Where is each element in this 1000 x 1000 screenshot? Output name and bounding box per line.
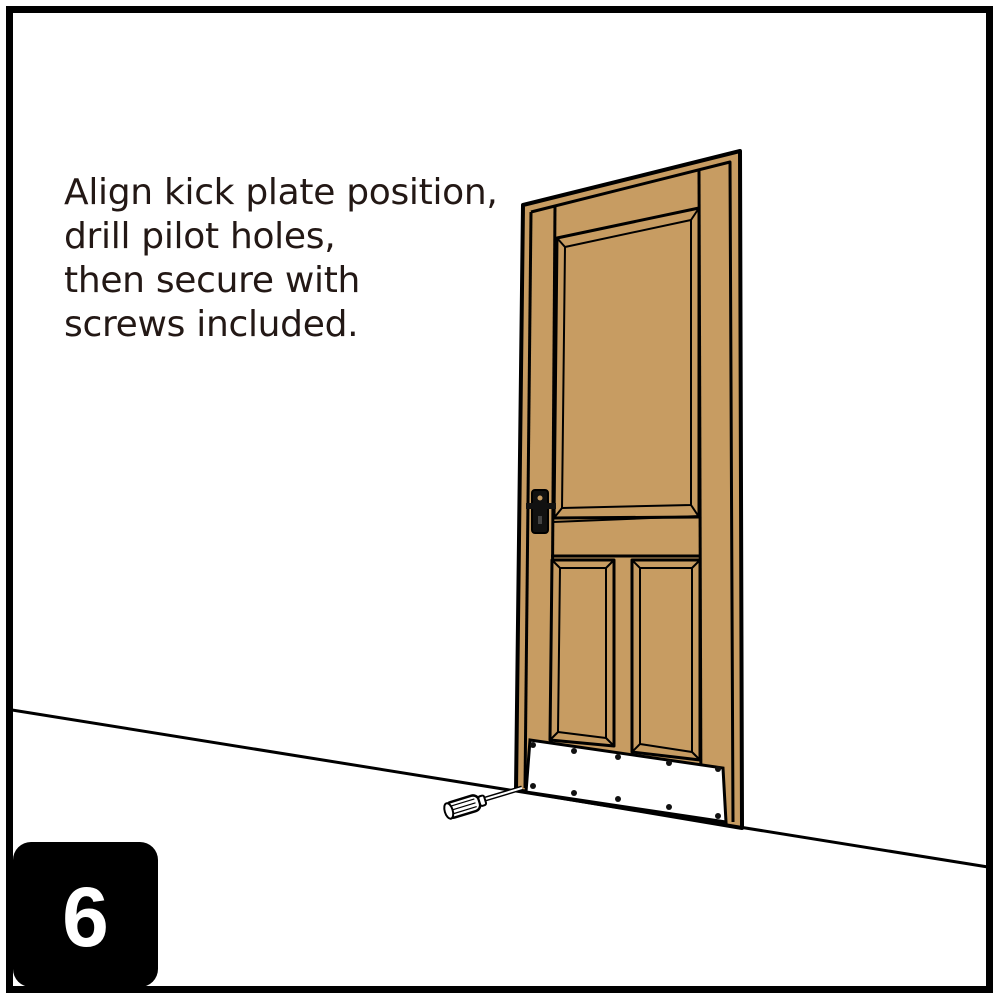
lower-left-panel	[548, 558, 616, 748]
door-icon	[514, 149, 744, 830]
instruction-line: screws included.	[64, 304, 359, 345]
lower-right-panel	[630, 558, 702, 762]
floor-line	[11, 708, 989, 869]
screwdriver-icon	[443, 785, 523, 820]
instruction-line: drill pilot holes,	[64, 216, 336, 257]
screw-icon	[530, 742, 721, 819]
kick-plate-icon	[524, 738, 728, 824]
door-handle-icon	[526, 489, 556, 534]
instruction-line: Align kick plate position,	[64, 172, 498, 213]
instruction-line: then secure with	[64, 260, 361, 301]
panel-frame	[6, 6, 993, 993]
step-badge: 6	[13, 842, 158, 987]
step-number: 6	[62, 869, 109, 964]
instruction-text: Align kick plate position, drill pilot h…	[64, 171, 498, 347]
upper-panel	[552, 206, 701, 520]
